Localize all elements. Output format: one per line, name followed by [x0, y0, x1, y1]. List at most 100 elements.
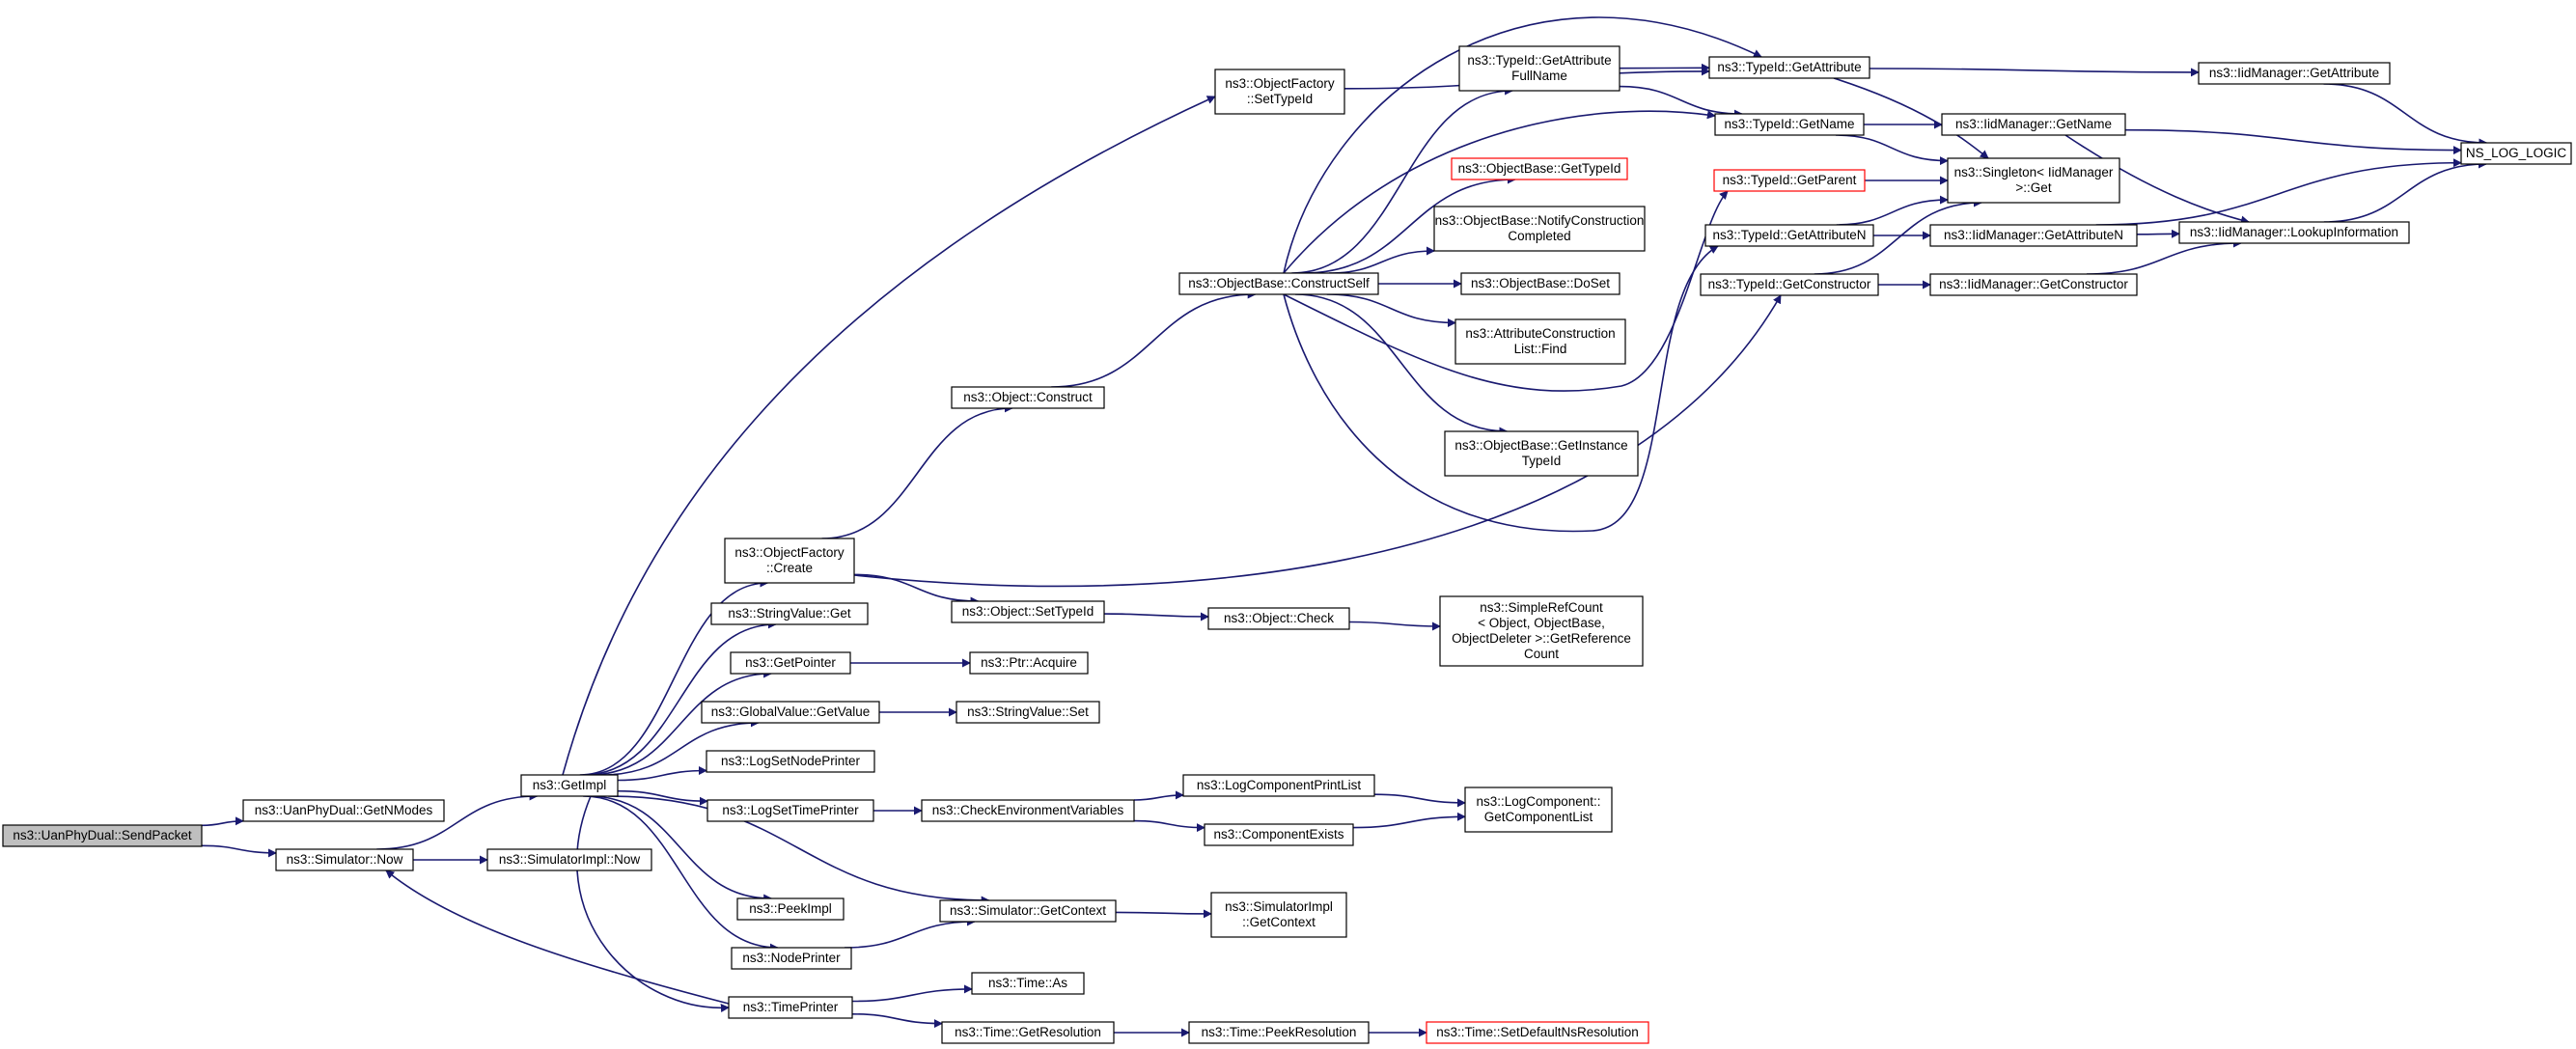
- node-label: ns3::IidManager::GetAttribute: [2209, 66, 2379, 80]
- node-simnow[interactable]: ns3::Simulator::Now: [275, 848, 414, 871]
- node-sv_get[interactable]: ns3::StringValue::Get: [710, 602, 869, 625]
- node-box-iid_lookup: [2178, 221, 2410, 244]
- node-nodeprinter[interactable]: ns3::NodePrinter: [731, 947, 852, 970]
- node-label: ns3::TypeId::GetName: [1724, 117, 1854, 131]
- node-sendpacket[interactable]: ns3::UanPhyDual::SendPacket: [2, 824, 203, 847]
- edge-checkenv-to-compexists: [1133, 819, 1205, 833]
- node-iid_getattribute[interactable]: ns3::IidManager::GetAttribute: [2198, 62, 2391, 85]
- node-iid_getname[interactable]: ns3::IidManager::GetName: [1941, 113, 2126, 136]
- node-lognodeprinter[interactable]: ns3::LogSetNodePrinter: [706, 750, 875, 773]
- edge-iid_lookup-to-ns_log_logic: [2323, 159, 2487, 223]
- node-time_getres[interactable]: ns3::Time::GetResolution: [941, 1021, 1115, 1044]
- edge-iid_getattributen-to-ns_log_logic: [2095, 158, 2462, 226]
- node-ob_doset[interactable]: ns3::ObjectBase::DoSet: [1460, 272, 1620, 295]
- node-obj_check[interactable]: ns3::Object::Check: [1207, 607, 1350, 630]
- edge-sendpacket-to-getnmodes: [201, 816, 244, 827]
- node-tid_getattribute[interactable]: ns3::TypeId::GetAttribute: [1708, 56, 1870, 79]
- node-box-ob_getinstancetypeid: [1444, 430, 1639, 477]
- node-label: ns3::ObjectBase::DoSet: [1471, 276, 1610, 290]
- node-box-of_settypeid: [1214, 69, 1345, 115]
- node-of_settypeid[interactable]: ns3::ObjectFactory::SetTypeId: [1214, 69, 1345, 115]
- node-lcprintlist[interactable]: ns3::LogComponentPrintList: [1182, 774, 1375, 797]
- node-label: ObjectDeleter >::GetReference: [1452, 631, 1631, 646]
- node-iid_getattributen[interactable]: ns3::IidManager::GetAttributeN: [1929, 224, 2138, 247]
- edge-timeprinter-to-time_getres: [851, 1013, 943, 1029]
- node-checkenv[interactable]: ns3::CheckEnvironmentVariables: [921, 799, 1135, 822]
- node-obj_settypeid[interactable]: ns3::Object::SetTypeId: [951, 600, 1105, 623]
- node-box-time_getres: [941, 1021, 1115, 1044]
- node-time_setdefault[interactable]: ns3::Time::SetDefaultNsResolution: [1426, 1021, 1649, 1044]
- node-box-iid_getattributen: [1929, 224, 2138, 247]
- node-ns_log_logic[interactable]: NS_LOG_LOGIC: [2460, 142, 2572, 165]
- edge-ob_constructself-to-tid_getattribute: [1283, 16, 1762, 274]
- edge-getimpl-to-lognodeprinter: [617, 766, 707, 782]
- node-compexists[interactable]: ns3::ComponentExists: [1204, 823, 1354, 846]
- node-label: ns3::TypeId::GetAttributeN: [1712, 228, 1866, 242]
- edge-ob_constructself-to-ob_notify: [1329, 246, 1435, 274]
- node-ptr_acquire[interactable]: ns3::Ptr::Acquire: [969, 651, 1089, 675]
- node-simplerefcount[interactable]: ns3::SimpleRefCount< Object, ObjectBase,…: [1439, 595, 1644, 667]
- edge-of_create-to-tid_getconstructor: [853, 294, 1782, 588]
- node-iid_getconstructor[interactable]: ns3::IidManager::GetConstructor: [1929, 273, 2138, 296]
- node-ob_notify[interactable]: ns3::ObjectBase::NotifyConstructionCompl…: [1433, 206, 1646, 252]
- node-tid_getattributen[interactable]: ns3::TypeId::GetAttributeN: [1704, 224, 1874, 247]
- node-sv_set[interactable]: ns3::StringValue::Set: [956, 701, 1100, 724]
- node-box-timeprinter: [728, 996, 853, 1019]
- edge-iid_getname-to-ns_log_logic: [2124, 128, 2462, 155]
- node-box-sendpacket: [2, 824, 203, 847]
- node-of_create[interactable]: ns3::ObjectFactory::Create: [724, 538, 855, 584]
- edge-iid_getname-to-iid_lookup: [2064, 134, 2250, 225]
- edge-getimpl-to-peekimpl: [588, 795, 773, 903]
- node-box-time_peekres: [1188, 1021, 1370, 1044]
- node-box-singleton_get: [1947, 157, 2120, 204]
- node-simimplnow[interactable]: ns3::SimulatorImpl::Now: [486, 848, 652, 871]
- node-label: ns3::Object::Check: [1224, 611, 1334, 625]
- node-label: >::Get: [2015, 180, 2051, 195]
- node-simimpl_getcontext[interactable]: ns3::SimulatorImpl::GetContext: [1210, 892, 1347, 938]
- edge-ob_constructself-to-tid_getattributen: [1283, 245, 1719, 533]
- node-label: ns3::ObjectFactory: [734, 545, 845, 560]
- edge-getimpl-to-of_create: [579, 578, 769, 776]
- node-tid_getconstructor[interactable]: ns3::TypeId::GetConstructor: [1700, 273, 1879, 296]
- node-label: ns3::ObjectBase::GetInstance: [1454, 438, 1627, 453]
- node-label: ::SetTypeId: [1247, 92, 1313, 106]
- node-label: ns3::ObjectBase::ConstructSelf: [1188, 276, 1370, 290]
- node-gv_getvalue[interactable]: ns3::GlobalValue::GetValue: [701, 701, 880, 724]
- edge-getimpl-to-sv_get: [583, 620, 777, 776]
- edge-timeprinter-to-time_as: [851, 984, 973, 1003]
- node-iid_lookup[interactable]: ns3::IidManager::LookupInformation: [2178, 221, 2410, 244]
- node-lc_getcomplist[interactable]: ns3::LogComponent::GetComponentList: [1464, 787, 1613, 833]
- node-getpointer[interactable]: ns3::GetPointer: [730, 651, 851, 675]
- node-timeprinter[interactable]: ns3::TimePrinter: [728, 996, 853, 1019]
- node-label: ::GetContext: [1242, 915, 1316, 929]
- node-ob_constructself[interactable]: ns3::ObjectBase::ConstructSelf: [1178, 272, 1379, 295]
- node-getimpl[interactable]: ns3::GetImpl: [520, 774, 619, 797]
- node-label: GetComponentList: [1484, 810, 1593, 824]
- node-label: NS_LOG_LOGIC: [2466, 146, 2567, 160]
- node-obj_construct[interactable]: ns3::Object::Construct: [951, 386, 1105, 409]
- node-box-acl_find: [1454, 318, 1626, 365]
- node-time_as[interactable]: ns3::Time::As: [971, 972, 1085, 995]
- node-box-obj_construct: [951, 386, 1105, 409]
- node-box-ob_doset: [1460, 272, 1620, 295]
- edge-lcprintlist-to-lc_getcomplist: [1373, 793, 1466, 808]
- node-logtimeprinter[interactable]: ns3::LogSetTimePrinter: [706, 799, 874, 822]
- node-box-iid_getattribute: [2198, 62, 2391, 85]
- node-tid_getparent[interactable]: ns3::TypeId::GetParent: [1713, 169, 1866, 192]
- node-label: ns3::IidManager::LookupInformation: [2190, 225, 2398, 239]
- node-getnmodes[interactable]: ns3::UanPhyDual::GetNModes: [242, 799, 445, 822]
- node-peekimpl[interactable]: ns3::PeekImpl: [736, 897, 845, 921]
- node-label: ns3::Time::PeekResolution: [1202, 1025, 1357, 1039]
- node-singleton_get[interactable]: ns3::Singleton< IidManager>::Get: [1947, 157, 2120, 204]
- node-tid_getname[interactable]: ns3::TypeId::GetName: [1714, 113, 1865, 136]
- node-sim_getcontext[interactable]: ns3::Simulator::GetContext: [939, 899, 1117, 923]
- node-time_peekres[interactable]: ns3::Time::PeekResolution: [1188, 1021, 1370, 1044]
- node-label: ns3::LogSetNodePrinter: [721, 754, 861, 768]
- node-box-lc_getcomplist: [1464, 787, 1613, 833]
- node-ob_gettypeid[interactable]: ns3::ObjectBase::GetTypeId: [1451, 157, 1628, 180]
- node-label: ns3::IidManager::GetAttributeN: [1944, 228, 2123, 242]
- edge-ob_constructself-to-acl_find: [1326, 293, 1456, 327]
